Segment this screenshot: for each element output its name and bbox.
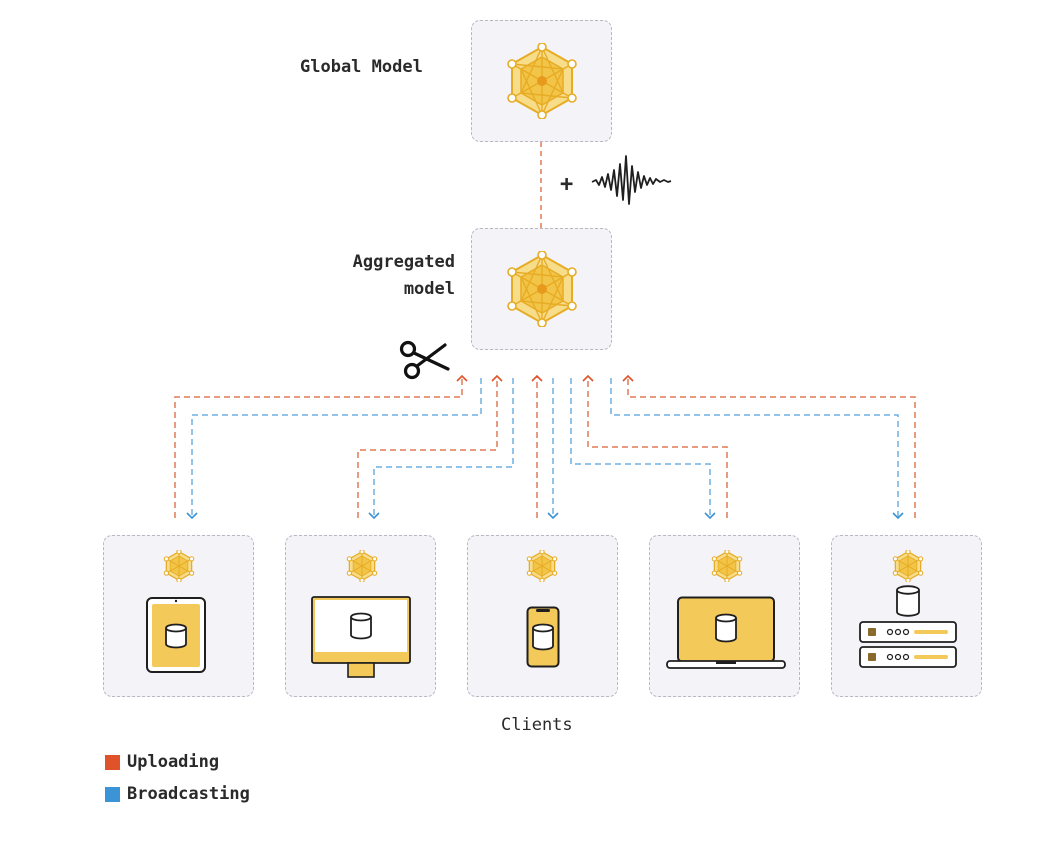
aggregated-model-label: Aggregated model — [334, 249, 455, 303]
global-model-label: Global Model — [300, 57, 423, 77]
neural-network-icon — [507, 251, 577, 327]
database-icon — [350, 612, 372, 640]
client-box-phone — [467, 535, 618, 697]
laptop-device-icon — [666, 596, 786, 669]
upload-path-5 — [622, 374, 916, 518]
neural-network-icon — [892, 550, 924, 582]
database-icon — [532, 623, 554, 651]
client-box-desktop — [285, 535, 436, 697]
aggregated-model-box — [471, 228, 612, 350]
broadcast-path-4 — [570, 378, 716, 520]
aggregated-label-line1: Aggregated — [352, 252, 455, 272]
upload-path-4 — [582, 374, 728, 518]
client-box-laptop — [649, 535, 800, 697]
legend-broadcasting: Broadcasting — [105, 784, 250, 804]
scissors-icon — [399, 340, 450, 380]
plus-sign: + — [560, 172, 574, 197]
neural-network-icon — [526, 550, 558, 582]
client-box-server — [831, 535, 982, 697]
global-model-box — [471, 20, 612, 142]
upload-path-2 — [357, 374, 503, 518]
neural-network-icon — [346, 550, 378, 582]
uploading-label: Uploading — [127, 752, 220, 772]
uploading-swatch — [105, 754, 120, 770]
upload-path-1 — [174, 374, 468, 518]
neural-network-icon — [507, 43, 577, 119]
desktop-monitor-icon — [311, 596, 411, 678]
phone-device-icon — [526, 606, 560, 668]
neural-network-icon — [711, 550, 743, 582]
legend-uploading: Uploading — [105, 752, 219, 772]
client-box-tablet — [103, 535, 254, 697]
clients-label: Clients — [501, 715, 573, 735]
noise-waveform-icon — [591, 155, 672, 205]
server-rack-icon — [859, 585, 957, 668]
broadcasting-swatch — [105, 786, 120, 802]
aggregated-label-line2: model — [403, 279, 455, 299]
tablet-device-icon — [146, 597, 206, 673]
database-icon — [896, 585, 920, 617]
database-icon — [715, 613, 737, 643]
broadcast-path-5 — [610, 378, 904, 520]
broadcast-path-1 — [186, 378, 482, 520]
database-icon — [165, 623, 187, 649]
neural-network-icon — [163, 550, 195, 582]
broadcasting-label: Broadcasting — [127, 784, 250, 804]
broadcast-path-2 — [368, 378, 514, 520]
